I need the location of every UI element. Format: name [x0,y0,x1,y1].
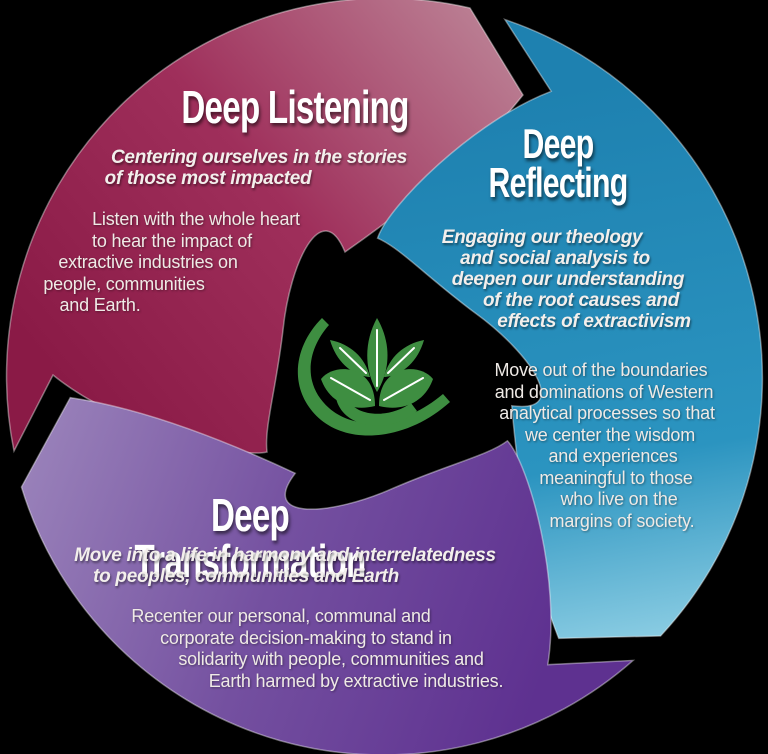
text-line: and experiences [548,446,678,466]
logo-leaf-veins [330,329,424,401]
text-line: deepen our understanding [451,269,685,290]
text-line: and dominations of Western [494,381,714,402]
text-line: to hear the impact of [92,230,252,251]
plant-logo-icon [297,318,450,436]
text-line: to peoples, communities and Earth [93,566,399,587]
text-line: Recenter our personal, communal and [131,606,431,626]
listening-title: Deep Listening [176,84,414,130]
text-line: Deep Transformation [134,489,366,587]
text-line: who live on the [560,489,678,509]
text-line: corporate decision-making to stand in [160,627,452,648]
text-line: Reflecting [488,159,629,206]
text-line: Centering ourselves in the stories [111,147,407,168]
logo-outer-arc [297,318,450,436]
text-line: Deep Listening [181,81,409,133]
text-line: of those most impacted [104,168,312,189]
text-line: analytical processes so that [499,403,715,423]
transformation-subtitle: Move into a life in harmony and interrel… [55,545,515,587]
text-line: effects of extractivism [497,311,691,332]
text-line: Listen with the whole heart [92,209,300,229]
text-line: margins of society. [549,510,695,531]
text-line: we center the wisdom [524,424,696,445]
text-line: and Earth. [59,295,141,315]
text-line: Move into a life in harmony and interrel… [74,545,496,566]
text-line: Move out of the boundaries [494,360,708,380]
text-line: and social analysis to [460,248,650,269]
text-line: meaningful to those [539,467,693,488]
text-line: of the root causes and [482,290,680,311]
text-line: Earth harmed by extractive industries. [208,670,504,691]
text-line: extractive industries on [58,252,238,272]
transformation-title: Deep Transformation [95,492,405,584]
text-line: Engaging our theology [441,227,643,248]
logo-inner-arc [335,371,417,426]
text-line: people, communities [43,273,205,294]
text-line: solidarity with people, communities and [178,649,484,669]
text-line: Deep [522,120,594,167]
